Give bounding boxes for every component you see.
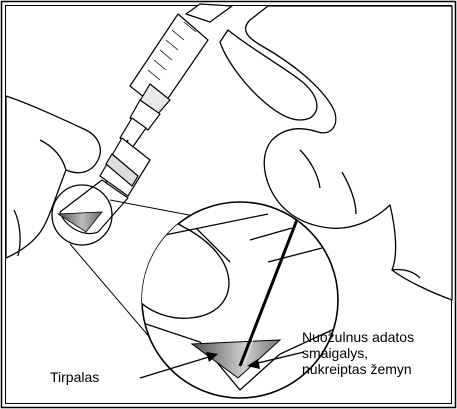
needle-tip-label-line-3: nukreiptas žemyn <box>302 361 414 377</box>
needle-tip-label-line-1: Nuožulnus adatos <box>302 329 414 345</box>
needle-tip-label-line-2: smaigalys, <box>302 345 414 361</box>
needle-tip-label: Nuožulnus adatos smaigalys, nukreiptas ž… <box>302 329 414 377</box>
solution-label: Tirpalas <box>50 369 99 385</box>
